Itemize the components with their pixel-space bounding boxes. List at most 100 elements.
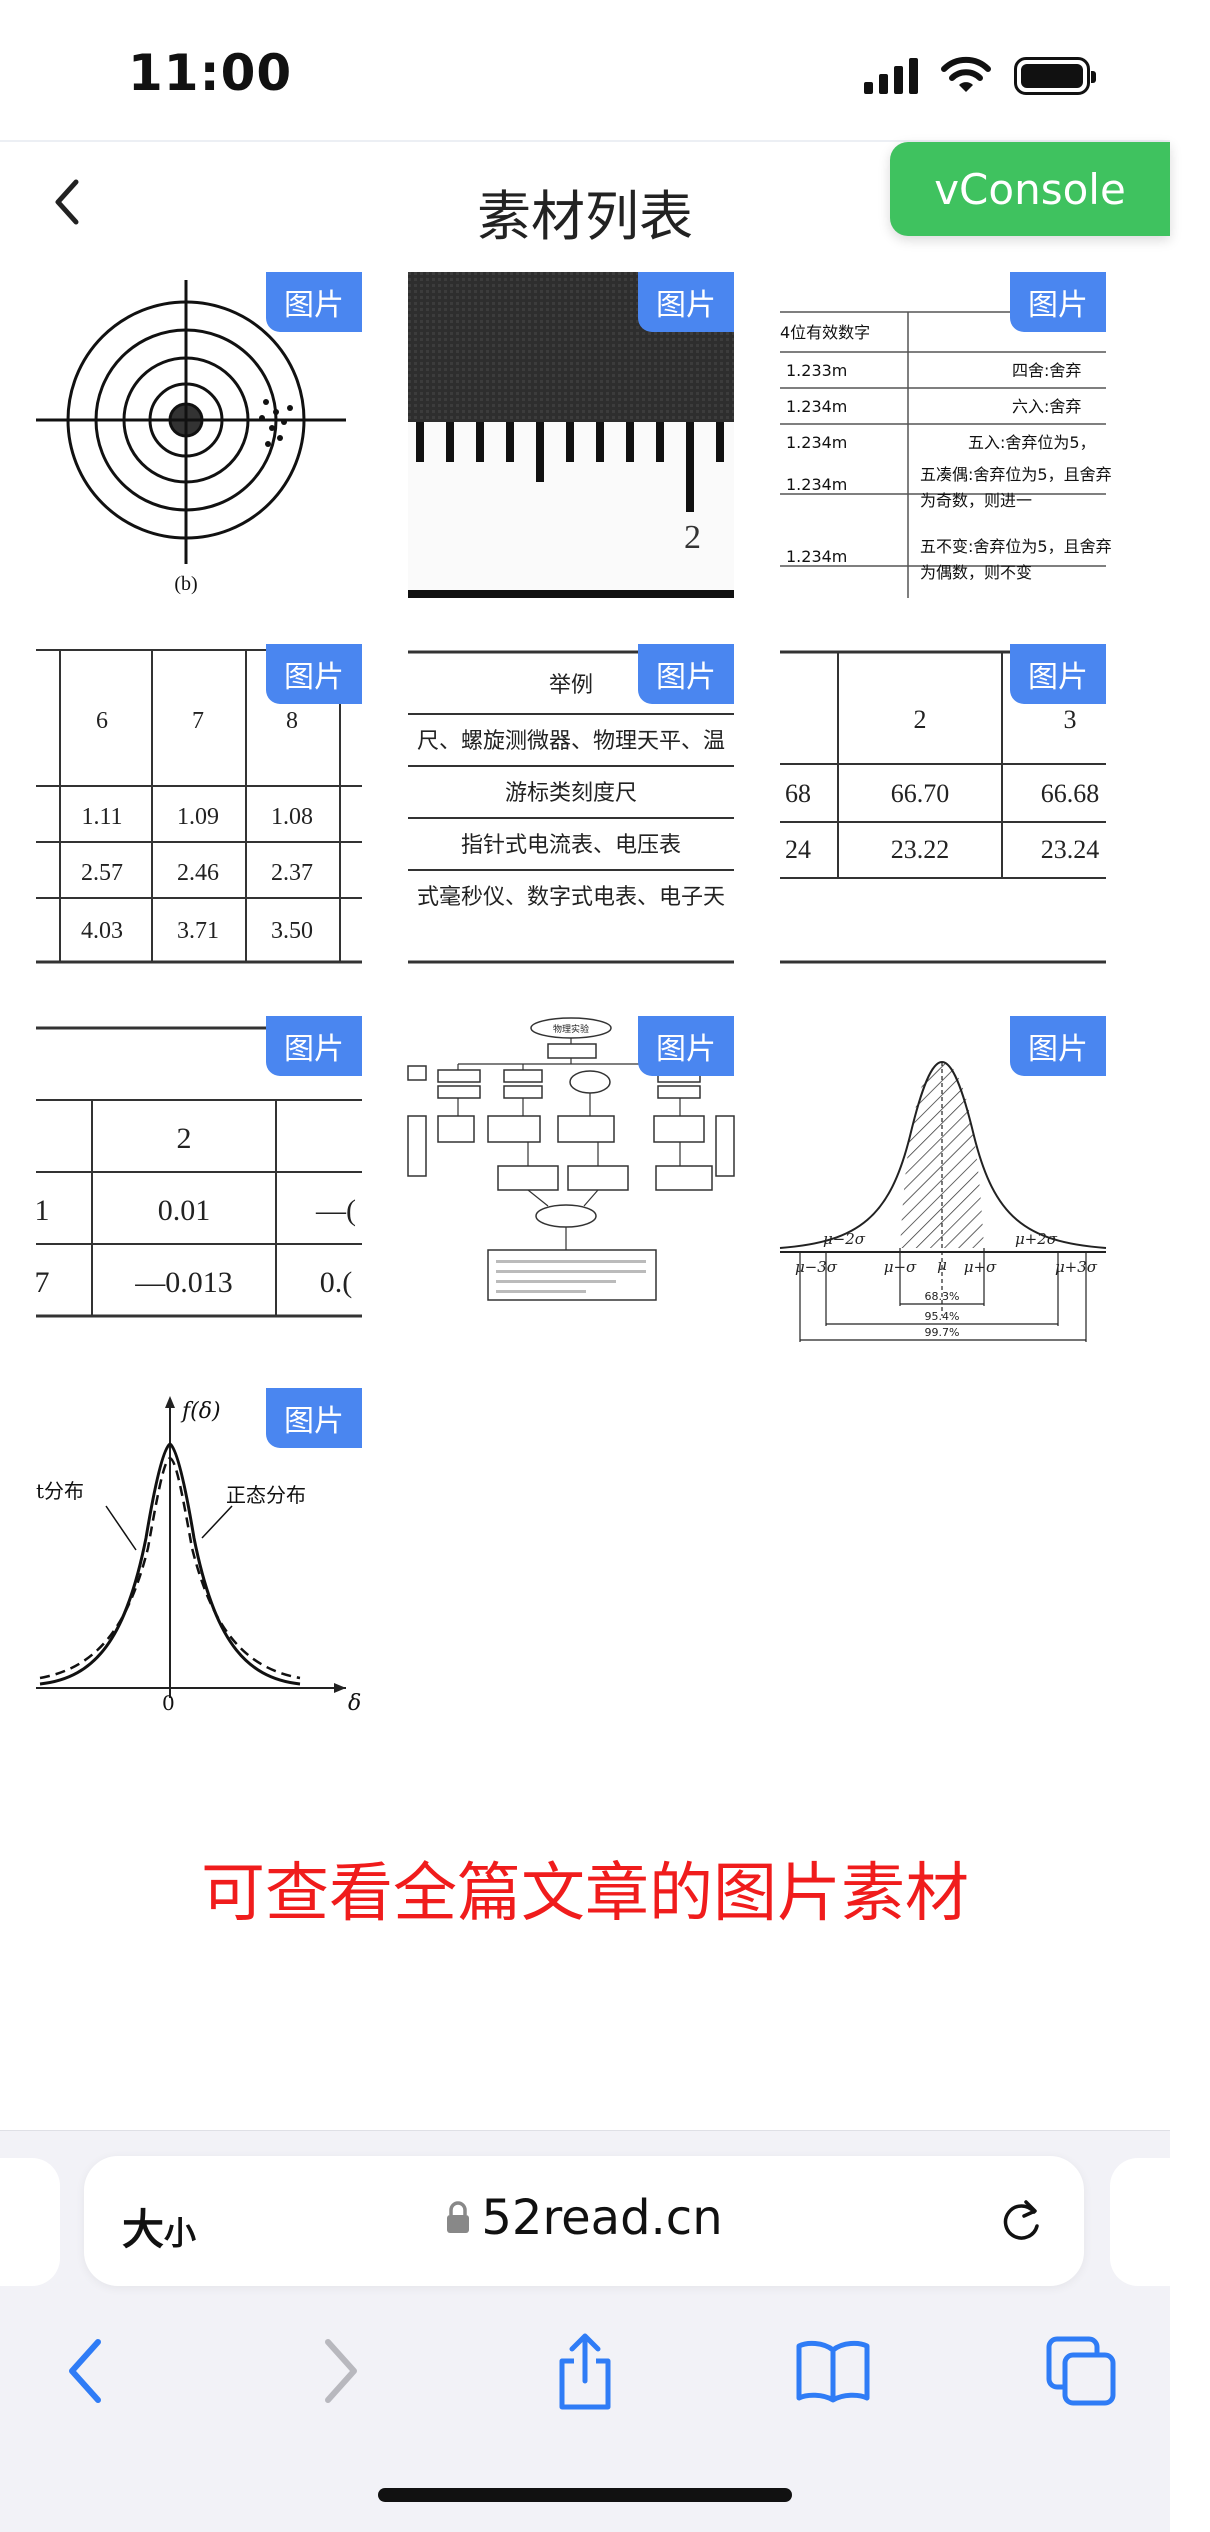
table-header-cell: 2 (177, 1122, 192, 1155)
target-caption: (b) (174, 573, 197, 595)
dist-percent: 68.3% (925, 1290, 960, 1303)
sigfig-table-image: 4位有效数字 1.233m 四舍:舍弃 1.234m 六入:舍弃 1.234m … (780, 311, 1112, 598)
wifi-icon (941, 56, 991, 92)
t-distribution-image: f(δ) δ 0 t分布 正态分布 (36, 1396, 361, 1716)
table-cell: 式毫秒仪、数字式电表、电子天 (417, 885, 725, 910)
browser-back-button[interactable] (42, 2326, 132, 2416)
ruler-tick-label: 2 (684, 519, 701, 556)
dist-label: μ−2σ (823, 1230, 866, 1248)
flowchart-top-label: 物理实验 (553, 1023, 589, 1035)
table-cell: 1.234m (786, 475, 847, 494)
dist-label: μ (937, 1256, 947, 1274)
image-badge: 图片 (266, 1388, 362, 1448)
lock-icon (447, 2201, 470, 2233)
share-button[interactable] (540, 2326, 630, 2416)
table-header-cell: 6 (96, 708, 108, 734)
table-cell: 0.( (320, 1266, 353, 1299)
table-cell: 1.09 (177, 804, 219, 830)
text-size-large: 大 (122, 2205, 165, 2254)
examples-table-image: 举例 尺、螺旋测微器、物理天平、温 游标类刻度尺 指针式电流表、电压表 式毫秒仪… (408, 650, 734, 964)
numeric-table-image: 6 7 8 1.11 1.09 1.08 2.57 2.46 2.37 4.03… (36, 649, 362, 964)
image-tile-normal-distribution[interactable]: μ−2σ μ+2σ μ−3σ μ−σ μ μ+σ μ+3σ 68.3% 95.4… (779, 1016, 1107, 1342)
image-tile-values-table[interactable]: 2 3 68 66.70 66.68 24 23.22 23.24 图片 (780, 644, 1106, 970)
values-table-image: 2 3 68 66.70 66.68 24 23.22 23.24 (780, 650, 1106, 964)
table-cell: 1.11 (81, 804, 122, 830)
table-cell: 1.08 (271, 804, 313, 830)
normal-dist-label: 正态分布 (226, 1483, 306, 1507)
dist-label: μ−3σ (795, 1258, 838, 1276)
table-cell: —( (315, 1194, 356, 1227)
table-cell: 五不变:舍弃位为5，且舍弃 (920, 537, 1112, 556)
promo-caption: 可查看全篇文章的图片素材 (201, 1857, 969, 1931)
image-tile-flowchart[interactable]: 物理实验 图片 (407, 1016, 735, 1342)
dist-label: μ−σ (884, 1258, 917, 1276)
table-cell: —0.013 (134, 1266, 233, 1299)
image-badge: 图片 (266, 1016, 362, 1076)
cellular-signal-icon (864, 58, 918, 94)
table-header-cell: 8 (286, 708, 298, 734)
table-cell: 2.37 (271, 860, 313, 886)
image-badge: 图片 (638, 272, 734, 332)
table-cell: 2.57 (81, 860, 123, 886)
back-button[interactable] (40, 172, 100, 232)
origin-label: 0 (162, 1691, 175, 1715)
table-cell: 23.24 (1041, 835, 1100, 864)
image-badge: 图片 (1010, 272, 1106, 332)
table-cell: 五凑偶:舍弃位为5，且舍弃 (920, 465, 1112, 484)
text-size-small: 小 (164, 2214, 197, 2252)
image-tile-sigfig-table[interactable]: 4位有效数字 1.233m 四舍:舍弃 1.234m 六入:舍弃 1.234m … (780, 272, 1112, 598)
reload-button[interactable] (996, 2194, 1046, 2252)
image-tile-target[interactable]: (b) 图片 (36, 272, 362, 598)
image-badge: 图片 (1010, 644, 1106, 704)
url-display[interactable]: 52read.cn (84, 2190, 1084, 2246)
nav-header: 素材列表 vConsole (0, 142, 1170, 268)
table-cell: 7 (35, 1266, 50, 1299)
table-cell: 0.01 (158, 1194, 211, 1227)
image-tile-deviation-table[interactable]: 2 1 0.01 —( 7 —0.013 0.( 图片 (35, 1016, 362, 1342)
table-cell: 4.03 (81, 918, 123, 944)
text-size-button[interactable]: 大小 (122, 2196, 196, 2257)
browser-forward-button[interactable] (294, 2326, 384, 2416)
forward-arrow-icon (325, 2339, 357, 2403)
table-header: 4位有效数字 (780, 323, 870, 342)
dist-label: μ+2σ (1015, 1230, 1058, 1248)
image-tile-ruler[interactable]: 2 图片 (408, 272, 734, 598)
table-cell: 3.71 (177, 918, 219, 944)
t-dist-label: t分布 (36, 1479, 84, 1503)
image-badge: 图片 (266, 644, 362, 704)
table-cell: 1.233m (786, 361, 847, 380)
image-tile-t-distribution[interactable]: f(δ) δ 0 t分布 正态分布 图片 (36, 1388, 362, 1716)
target-diagram-image: (b) (36, 280, 346, 595)
table-header: 举例 (549, 673, 593, 698)
table-cell: 为偶数，则不变 (920, 563, 1032, 582)
reload-icon (1003, 2200, 1039, 2240)
url-text: 52read.cn (481, 2190, 723, 2246)
table-cell: 指针式电流表、电压表 (461, 833, 681, 858)
dist-label: μ+σ (964, 1258, 997, 1276)
image-badge: 图片 (638, 1016, 734, 1076)
bookmarks-button[interactable] (788, 2326, 878, 2416)
back-chevron-icon (55, 179, 79, 225)
previous-tab-peek[interactable] (0, 2158, 60, 2286)
table-cell: 1.234m (786, 433, 847, 452)
status-time: 11:00 (128, 44, 293, 102)
tabs-icon (1046, 2336, 1116, 2406)
table-header-cell: 2 (914, 705, 927, 734)
image-tile-numeric-table[interactable]: 6 7 8 1.11 1.09 1.08 2.57 2.46 2.37 4.03… (36, 644, 362, 970)
table-cell: 3.50 (271, 918, 313, 944)
dist-label: μ+3σ (1055, 1258, 1098, 1276)
image-tile-examples-table[interactable]: 举例 尺、螺旋测微器、物理天平、温 游标类刻度尺 指针式电流表、电压表 式毫秒仪… (408, 644, 734, 970)
share-icon (559, 2333, 611, 2410)
table-cell: 1.234m (786, 547, 847, 566)
bookmarks-icon (796, 2340, 870, 2403)
home-indicator (378, 2488, 792, 2502)
status-icons (864, 56, 1096, 96)
deviation-table-image: 2 1 0.01 —( 7 —0.013 0.( (35, 1026, 362, 1318)
tabs-button[interactable] (1036, 2326, 1126, 2416)
vconsole-button[interactable]: vConsole (890, 142, 1170, 236)
table-cell: 23.22 (891, 835, 950, 864)
table-cell: 66.70 (891, 779, 950, 808)
address-bar[interactable]: 大小 52read.cn (84, 2156, 1084, 2286)
table-cell: 2.46 (177, 860, 219, 886)
next-tab-peek[interactable] (1110, 2158, 1210, 2286)
